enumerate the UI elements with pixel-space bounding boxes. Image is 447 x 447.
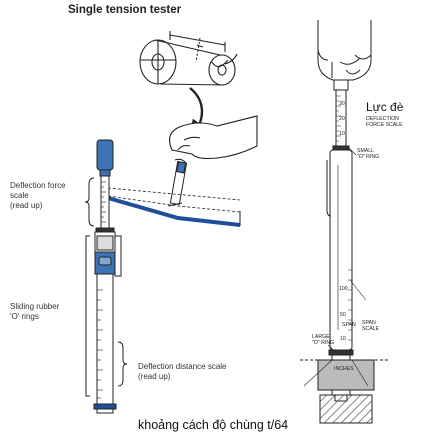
- deflection-distance-label: Deflection distance scale (read up): [138, 362, 227, 381]
- span-vertical-text: SPAN: [342, 322, 356, 328]
- belt-block: [300, 359, 390, 424]
- span-scale-num-50: 50: [340, 312, 346, 318]
- inches-text: INCHES: [334, 366, 354, 372]
- small-o-ring-right: [332, 145, 350, 151]
- deflection-force-label: Deflection force scale (read up): [10, 181, 66, 210]
- large-o-ring-right: [328, 349, 354, 356]
- span-scale-num-100: 100: [339, 286, 348, 292]
- distance-scale-body: [96, 273, 114, 409]
- left-tester: [93, 139, 122, 414]
- small-o-ring-label: SMALL "O" RING: [357, 148, 380, 160]
- tester-clip: [114, 235, 122, 277]
- pulley-inset-diagram: [139, 31, 238, 86]
- belt: [107, 187, 241, 227]
- large-o-ring-label: LARGE "O" RING: [312, 334, 335, 346]
- right-hand-illustration: [317, 20, 372, 81]
- luc-de-label: Lực đè: [366, 100, 404, 114]
- o-ring-top: [95, 227, 115, 233]
- tester-cap: [96, 139, 114, 171]
- span-scale-label: SPAN SCALE: [362, 320, 380, 332]
- brackets: [84, 177, 128, 397]
- diagram-title: Single tension tester: [68, 4, 182, 16]
- force-scale-num-20: 20: [339, 116, 345, 122]
- o-ring-bottom: [93, 403, 117, 410]
- span-scale-num-10: 10: [340, 336, 346, 342]
- khoang-cach-label: khoảng cách độ chùng t/64: [138, 418, 289, 432]
- force-scale-num-10: 10: [339, 131, 345, 137]
- sliding-rings-label: Sliding rubber 'O' rings: [10, 302, 60, 321]
- force-scale-num-30: 30: [339, 101, 345, 107]
- pressed-tester: [167, 161, 188, 207]
- deflection-force-scale-label: DEFLECTION FORCE SCALE: [366, 116, 403, 128]
- right-tester: [326, 79, 354, 402]
- leader-lines: [303, 147, 369, 387]
